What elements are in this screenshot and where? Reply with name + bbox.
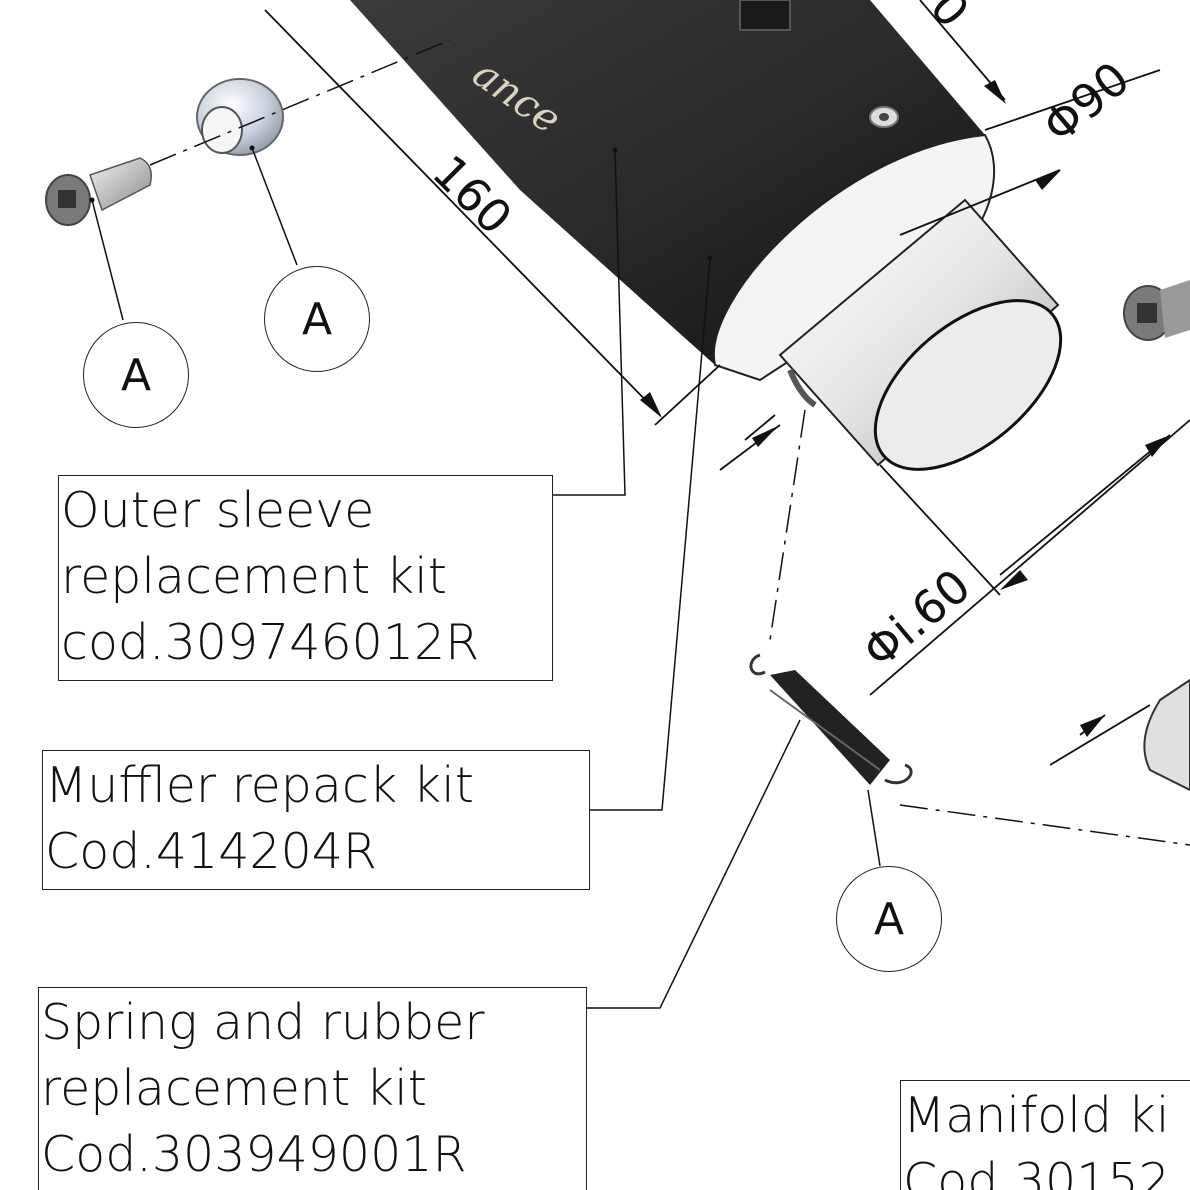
- dimension-partial-top: 0: [920, 0, 980, 38]
- label-line: replacement kit: [41, 1060, 427, 1117]
- callout-a: A: [264, 266, 370, 372]
- label-line: Muffler repack kit: [45, 757, 475, 814]
- washer-icon: [196, 78, 284, 156]
- label-muffler-repack-kit: Muffler repack kit Cod.414204R: [42, 750, 590, 890]
- dimension-inner-diameter: Φi.60: [852, 559, 980, 679]
- label-line: Cod.30152: [903, 1153, 1170, 1190]
- muffler-body: ance: [350, 0, 996, 382]
- label-line: replacement kit: [61, 548, 447, 605]
- bolt-icon: [1123, 280, 1190, 341]
- dimension-outer-diameter: Φ90: [1032, 51, 1139, 153]
- outlet-pipe: [778, 198, 1063, 471]
- callout-a: A: [836, 866, 942, 972]
- label-line: Cod.414204R: [45, 823, 377, 880]
- dimension-arrows: [640, 80, 1170, 737]
- label-manifold-kit: Manifold ki Cod.30152: [900, 1080, 1190, 1190]
- label-line: Cod.303949001R: [41, 1126, 467, 1183]
- label-line: Manifold ki: [903, 1087, 1170, 1144]
- dimension-lines: [264, 0, 1190, 766]
- leader-lines: [91, 147, 881, 1009]
- callout-a: A: [83, 322, 189, 428]
- spring-icon: [749, 653, 913, 785]
- label-line: cod.309746012R: [61, 614, 480, 671]
- manifold-pipe: [1143, 678, 1190, 792]
- label-outer-sleeve-kit: Outer sleeve replacement kit cod.3097460…: [58, 475, 553, 681]
- label-line: Spring and rubber: [41, 994, 485, 1051]
- leader-dots: [89, 145, 713, 261]
- bolt-icon: [45, 157, 152, 226]
- label-spring-rubber-kit: Spring and rubber replacement kit Cod.30…: [38, 987, 587, 1190]
- label-line: Outer sleeve: [61, 482, 375, 539]
- centerlines: [149, 39, 1190, 846]
